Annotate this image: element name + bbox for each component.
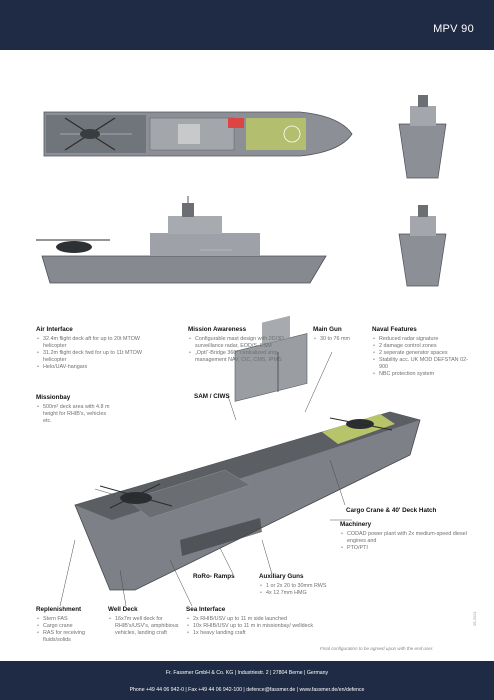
leader-lines <box>59 351 352 607</box>
list-item: PTO/PTI <box>340 545 475 552</box>
list-item: 32.4m flight deck aft for up to 20t MTOW… <box>36 336 156 350</box>
air-interface-heading: Air Interface <box>36 326 73 333</box>
sam-ciws-label: SAM / CIWS <box>194 393 230 400</box>
bow-view <box>398 95 447 179</box>
machinery-heading: Machinery <box>340 521 372 528</box>
replenishment-heading: Replenishment <box>36 606 82 613</box>
list-item: NBC protection system <box>372 371 472 378</box>
well-deck-heading: Well Deck <box>108 606 138 613</box>
stern-view <box>398 205 447 287</box>
list-item: 2x RHIB/USV up to 11 m side launched <box>186 616 318 623</box>
main-gun-heading: Main Gun <box>313 326 342 333</box>
list-item: Helo/UAV-hangars <box>36 364 156 371</box>
list-item: Stability acc. UK MOD DEFSTAN 02-900 <box>372 357 472 371</box>
roro-ramps-label: RoRo- Ramps <box>193 573 235 580</box>
naval-features-section: Naval Features Reduced radar signature 2… <box>372 326 472 378</box>
machinery-section: Machinery CODAD power plant with 2x medi… <box>340 521 475 552</box>
main-gun-section: Main Gun 30 to 76 mm <box>313 326 368 343</box>
air-interface-section: Air Interface 32.4m flight deck aft for … <box>36 326 156 371</box>
helicopter-3d-fwd <box>329 417 393 431</box>
auxiliary-guns-section: Auxiliary Guns 1 or 2x 20 to 30mm RWS 4x… <box>259 573 339 597</box>
list-item: 10x RHIB/USV up to 11 m in missionbay/ w… <box>186 623 318 630</box>
list-item: 4x 12.7mm HMG <box>259 590 339 597</box>
configuration-note: Final configuration to be agreed upon wi… <box>320 646 434 651</box>
list-item: 1x heavy landing craft <box>186 630 318 637</box>
helicopter-top-aft <box>64 117 116 151</box>
list-item: CODAD power plant with 2x medium-speed d… <box>340 531 475 545</box>
sea-interface-section: Sea Interface 2x RHIB/USV up to 11 m sid… <box>186 606 318 637</box>
list-item: 2 damage control zones <box>372 343 472 350</box>
missionbay-section: Missionbay 500m² deck area with 4.8 m he… <box>36 394 116 425</box>
ship-illustrations <box>36 95 447 607</box>
list-item: 31.2m flight deck fwd for up to 11t MTOW… <box>36 350 156 364</box>
helicopter-3d-aft <box>99 483 173 509</box>
list-item: Stern FAS <box>36 616 98 623</box>
sea-interface-heading: Sea Interface <box>186 606 226 613</box>
side-profile-view <box>36 196 327 284</box>
auxiliary-guns-heading: Auxiliary Guns <box>259 573 304 580</box>
list-item: 500m² deck area with 4.8 m height for RH… <box>36 404 116 425</box>
list-item: Configurable mast design with 2D/3D surv… <box>188 336 308 350</box>
cargo-crane-label: Cargo Crane & 40' Deck Hatch <box>346 507 437 514</box>
mission-awareness-heading: Mission Awareness <box>188 326 247 333</box>
footer-contact: Phone +49 44 06 942-0 | Fax +49 44 06 94… <box>129 687 365 693</box>
ship-3d-cutaway <box>74 315 421 591</box>
header-bar: MPV 90 <box>0 0 494 50</box>
footer-address: Fr. Fassmer GmbH & Co. KG | Industriestr… <box>165 670 329 676</box>
top-plan-view <box>43 111 353 157</box>
list-item: Reduced radar signature <box>372 336 472 343</box>
document-id: 05-2021 <box>472 611 478 626</box>
naval-features-heading: Naval Features <box>372 326 417 333</box>
replenishment-section: Replenishment Stern FAS Cargo crane RAS … <box>36 606 98 644</box>
list-item: 16x7m well deck for RHIB's/USV's, amphib… <box>108 616 182 637</box>
mission-awareness-section: Mission Awareness Configurable mast desi… <box>188 326 308 364</box>
page-title: MPV 90 <box>433 23 474 35</box>
list-item: 30 to 76 mm <box>313 336 368 343</box>
list-item: Cargo crane <box>36 623 98 630</box>
list-item: 1 or 2x 20 to 30mm RWS <box>259 583 339 590</box>
list-item: RAS for receiving fluids/solids <box>36 630 98 644</box>
list-item: „Opti“-Bridge 360° centralized ship mana… <box>188 350 308 364</box>
missionbay-heading: Missionbay <box>36 394 71 401</box>
helicopter-side-aft <box>36 239 110 253</box>
footer-bar: Fr. Fassmer GmbH & Co. KG | Industriestr… <box>0 661 494 700</box>
list-item: 2 seperate generator spaces <box>372 350 472 357</box>
well-deck-section: Well Deck 16x7m well deck for RHIB's/USV… <box>108 606 182 637</box>
